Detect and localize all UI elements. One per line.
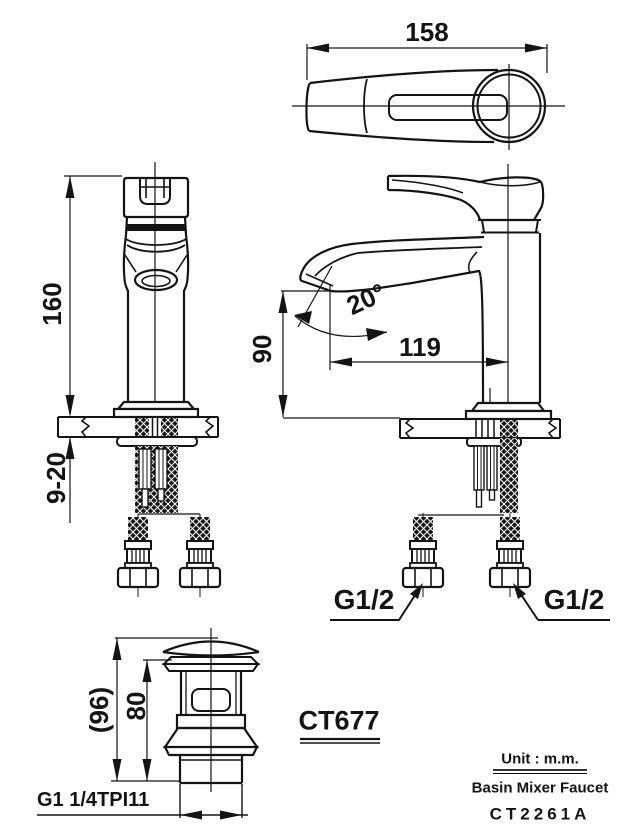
label-inlet-right: G1/2: [543, 584, 605, 615]
dim-handle-length: 158: [405, 17, 449, 47]
dim-spout-reach: 119: [399, 332, 441, 362]
dim-total-height: 160: [37, 282, 67, 326]
label-inlet-left: G1/2: [333, 584, 395, 615]
dim-drain-overall-height: (96): [84, 686, 114, 734]
title-model-code: CT2261A: [489, 804, 591, 824]
top-view-handle: [292, 43, 565, 150]
front-view: [57, 162, 222, 597]
title-unit: Unit : m.m.: [501, 750, 579, 768]
side-view: [278, 164, 610, 621]
underlines: [300, 737, 587, 775]
dim-spout-height: 90: [247, 334, 277, 364]
dim-deck-thickness: 9-20: [41, 451, 71, 505]
drain-view: [37, 628, 261, 820]
label-drain-model: CT677: [298, 705, 380, 736]
title-product-name: Basin Mixer Faucet: [471, 779, 609, 797]
dim-drain-body-height: 80: [121, 691, 151, 721]
label-drain-thread: G1 1/4TPI11: [37, 789, 150, 811]
